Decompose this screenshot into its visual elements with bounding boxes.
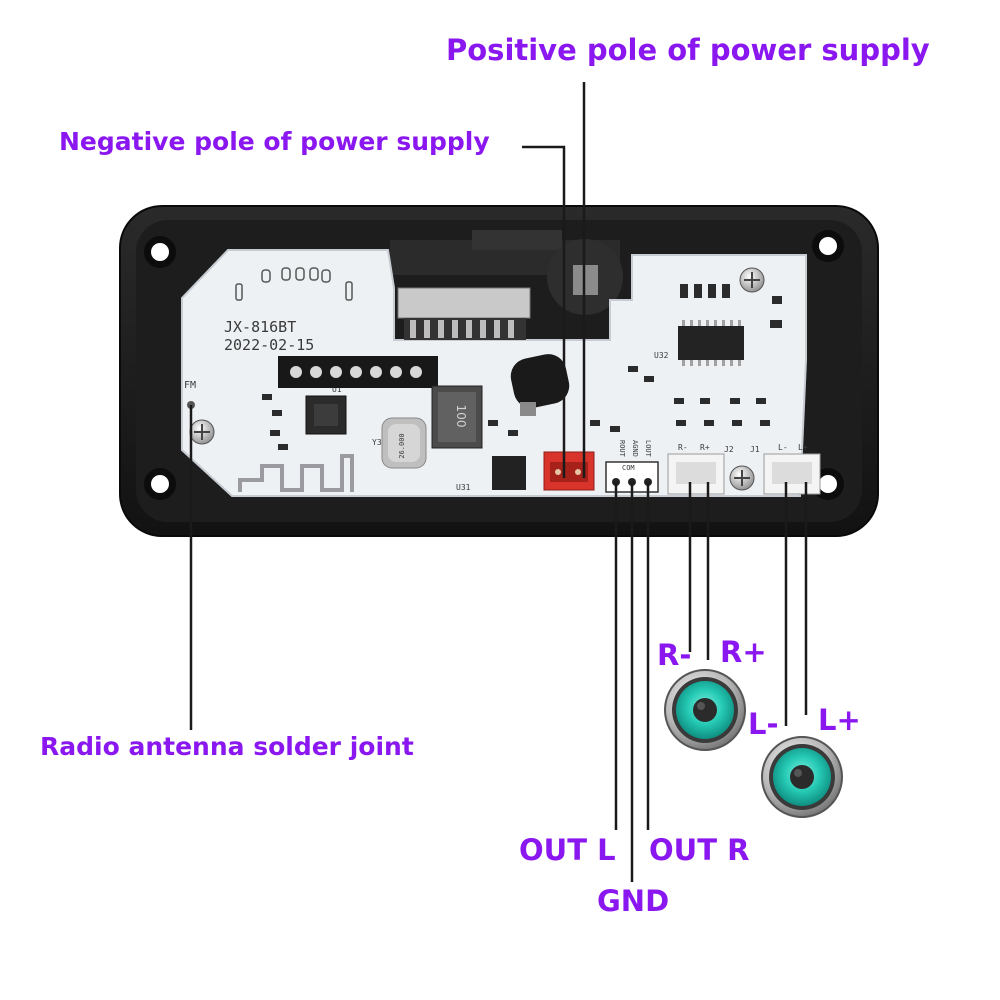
crystal-text: 26.000 xyxy=(398,433,406,458)
fm-text: FM xyxy=(184,380,196,391)
rout-text: ROUT xyxy=(618,440,626,458)
j1-l-minus-text: L- xyxy=(778,443,788,452)
r-minus-label: R- xyxy=(657,638,692,672)
j2-text: J2 xyxy=(724,445,734,454)
u1-text: U1 xyxy=(332,385,342,394)
com-text: COM xyxy=(622,464,635,472)
u31-text: U31 xyxy=(456,483,471,492)
l-minus-label: L- xyxy=(748,707,779,741)
r-plus-label: R+ xyxy=(720,635,767,669)
speaker-connector-j1: L- L+ J1 xyxy=(750,443,821,495)
board-date-text: 2022-02-15 xyxy=(224,336,314,354)
negative-pole-label: Negative pole of power supply xyxy=(59,127,490,156)
speaker-icon-left xyxy=(761,736,843,818)
board-model-text: JX-816BT xyxy=(224,318,296,336)
inductor-text: 100 xyxy=(454,405,468,428)
u32-text: U32 xyxy=(654,351,669,360)
j1-text: J1 xyxy=(750,445,760,454)
out-l-label: OUT L xyxy=(519,833,616,867)
negative-pole-wire xyxy=(522,145,566,478)
agnd-text: AGND xyxy=(631,440,639,457)
gnd-label: GND xyxy=(597,884,670,918)
j1-l-plus-text: L+ xyxy=(798,443,808,452)
antenna-label: Radio antenna solder joint xyxy=(40,732,414,761)
positive-pole-label: Positive pole of power supply xyxy=(446,33,930,67)
y3-text: Y3 xyxy=(372,438,382,447)
l-plus-label: L+ xyxy=(818,703,861,737)
lout-text: LOUT xyxy=(644,440,652,458)
j2-r-minus-text: R- xyxy=(678,443,688,452)
out-r-label: OUT R xyxy=(649,833,750,867)
callout-wires xyxy=(189,82,808,882)
speaker-connector-j2: R- R+ J2 xyxy=(667,443,734,495)
screw-icon xyxy=(189,267,765,491)
j2-r-plus-text: R+ xyxy=(700,443,710,452)
speaker-icon-right xyxy=(664,669,746,751)
